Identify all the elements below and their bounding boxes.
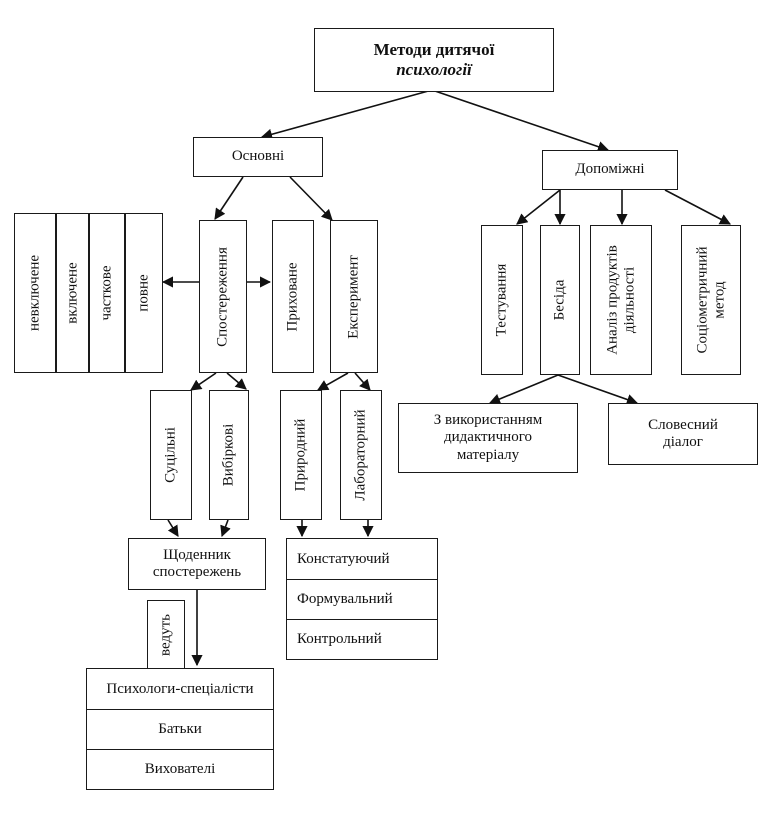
aux-methods-label: Допоміжні bbox=[575, 161, 645, 178]
arrow-main-to-observation bbox=[214, 176, 244, 220]
arrow-to-natural bbox=[317, 372, 349, 391]
main-methods-label: Основні bbox=[231, 148, 285, 165]
who-conducts-item: Психологи-спеціалісти bbox=[106, 680, 254, 697]
arrow-aux-to-testing bbox=[516, 189, 561, 225]
conduct-label-box: ведуть bbox=[147, 600, 185, 670]
sociometric-node: Соціометричний метод bbox=[681, 225, 741, 375]
continuous-node: Суцільні bbox=[150, 390, 192, 520]
arrow-aux-to-sociometric bbox=[664, 189, 731, 225]
who-conducts-item: Вихователі bbox=[87, 749, 273, 789]
experiment-node: Експеримент bbox=[330, 220, 378, 373]
type-partial: часткове bbox=[89, 213, 125, 373]
selective-node: Вибіркові bbox=[209, 390, 249, 520]
hidden-node: Приховане bbox=[272, 220, 314, 373]
arrow-root-to-main bbox=[260, 89, 433, 140]
experiment-type-item: Формувальний bbox=[287, 579, 437, 619]
who-conducts-list: Психологи-спеціалісти Батьки Вихователі bbox=[86, 668, 274, 790]
arrow-to-continuous bbox=[190, 372, 217, 391]
main-methods-node: Основні bbox=[193, 137, 323, 177]
root-title-line2: психології bbox=[396, 60, 472, 79]
arrow-to-selective bbox=[226, 372, 247, 390]
observation-node: Спостереження bbox=[199, 220, 247, 373]
arrow-continuous-to-diary bbox=[167, 519, 179, 537]
arrow-to-laboratory bbox=[354, 372, 371, 391]
arrow-selective-to-diary bbox=[220, 519, 231, 538]
who-conducts-item: Батьки bbox=[87, 709, 273, 749]
experiment-type-item: Констатуючий bbox=[297, 550, 390, 567]
arrow-conversation-to-didactic bbox=[488, 374, 559, 405]
diary-node: Щоденник спостережень bbox=[128, 538, 266, 590]
didactic-material-node: З використанням дидактичного матеріалу bbox=[398, 403, 578, 473]
arrow-conversation-to-verbal bbox=[557, 374, 639, 405]
verbal-dialogue-node: Словесний діалог bbox=[608, 403, 758, 465]
aux-methods-node: Допоміжні bbox=[542, 150, 678, 190]
arrow-root-to-aux bbox=[431, 89, 610, 153]
type-full: повне bbox=[125, 213, 163, 373]
experiment-type-item: Контрольний bbox=[287, 619, 437, 659]
natural-node: Природний bbox=[280, 390, 322, 520]
arrow-main-to-experiment bbox=[289, 176, 333, 221]
type-participant: включене bbox=[56, 213, 89, 373]
testing-node: Тестування bbox=[481, 225, 523, 375]
root-title-line1: Методи дитячої bbox=[373, 40, 495, 60]
type-non-participant: невключене bbox=[14, 213, 56, 373]
product-analysis-node: Аналіз продуктів діяльності bbox=[590, 225, 652, 375]
laboratory-node: Лабораторний bbox=[340, 390, 382, 520]
experiment-types-list: Констатуючий Формувальний Контрольний bbox=[286, 538, 438, 660]
conversation-node: Бесіда bbox=[540, 225, 580, 375]
root-node: Методи дитячої психології bbox=[314, 28, 554, 92]
